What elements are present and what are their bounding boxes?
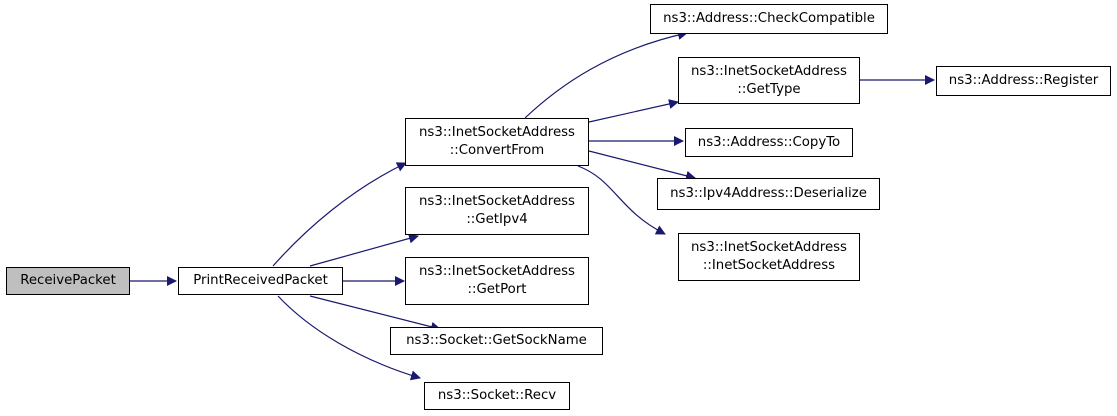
node-print-received-packet[interactable]: PrintReceivedPacket [178,267,343,295]
edge-convert-from-to-check-compatible [524,30,688,119]
edge-print-to-get-sock-name [309,295,441,332]
node-get-sock-name[interactable]: ns3::Socket::GetSockName [390,327,603,355]
node-check-compatible[interactable]: ns3::Address::CheckCompatible [650,4,888,34]
node-copy-to[interactable]: ns3::Address::CopyTo [685,128,853,157]
node-convert-from[interactable]: ns3::InetSocketAddress ::ConvertFrom [405,118,589,166]
node-get-port[interactable]: ns3::InetSocketAddress ::GetPort [405,257,589,305]
edge-print-to-get-ipv4 [309,233,419,267]
node-inet-socket-address[interactable]: ns3::InetSocketAddress ::InetSocketAddre… [678,233,860,281]
node-get-ipv4[interactable]: ns3::InetSocketAddress ::GetIpv4 [405,187,589,235]
node-register[interactable]: ns3::Address::Register [936,66,1111,96]
edge-print-to-convert-from [272,162,407,267]
node-recv[interactable]: ns3::Socket::Recv [424,382,570,410]
node-deserialize[interactable]: ns3::Ipv4Address::Deserialize [657,178,880,210]
node-receive-packet[interactable]: ReceivePacket [6,267,130,295]
edge-convert-from-to-get-type [588,99,679,123]
edge-convert-from-to-inet-socket-address [577,165,666,235]
node-get-type[interactable]: ns3::InetSocketAddress ::GetType [678,57,860,104]
edge-print-to-recv [277,295,421,381]
edge-convert-from-to-deserialize [588,150,696,181]
